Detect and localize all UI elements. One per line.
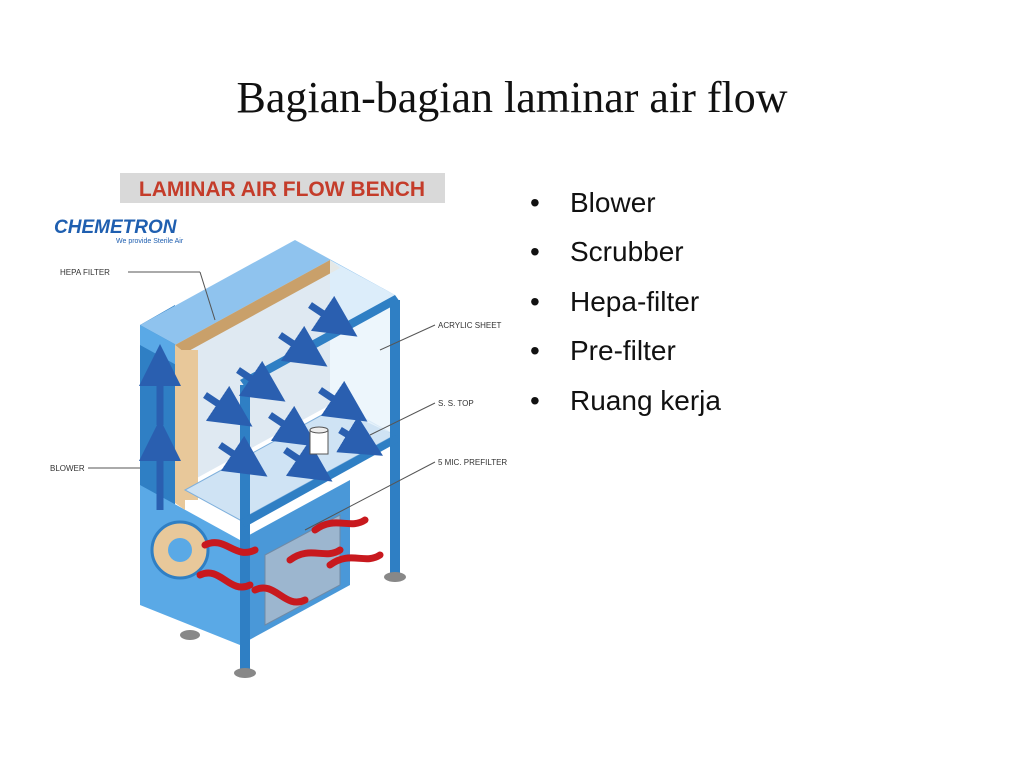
cabinet-body (140, 240, 406, 678)
chemetron-logo: CHEMETRON We provide Sterile Air (54, 217, 184, 245)
bullet-text: Hepa-filter (570, 285, 700, 317)
bullet-dot-icon: • (530, 186, 540, 218)
callout-ss-top: S. S. TOP (438, 399, 474, 408)
bullet-text: Blower (570, 186, 656, 218)
callout-acrylic-sheet: ACRYLIC SHEET (438, 321, 502, 330)
diagram-svg: LAMINAR AIR FLOW BENCH CHEMETRON We prov… (50, 173, 507, 678)
callout-hepa-filter: HEPA FILTER (60, 268, 110, 277)
bullet-item: • Hepa-filter (530, 277, 721, 327)
bullet-list: • Blower • Scrubber • Hepa-filter • Pre-… (530, 178, 721, 426)
callout-blower: BLOWER (50, 464, 85, 473)
bullet-text: Scrubber (570, 236, 684, 268)
logo-tagline: We provide Sterile Air (116, 238, 184, 245)
laminar-air-flow-diagram: LAMINAR AIR FLOW BENCH CHEMETRON We prov… (40, 165, 510, 705)
callout-prefilter: 5 MIC. PREFILTER (438, 458, 507, 467)
bullet-item: • Ruang kerja (530, 376, 721, 426)
banner-background (120, 173, 445, 203)
bullet-item: • Pre-filter (530, 327, 721, 377)
bullet-item: • Scrubber (530, 228, 721, 278)
bullet-dot-icon: • (530, 236, 540, 268)
bullet-item: • Blower (530, 178, 721, 228)
blower-fan (150, 520, 210, 580)
callout-lines (88, 271, 436, 531)
beaker (309, 426, 329, 455)
logo-name: CHEMETRON (54, 217, 178, 238)
intake-air-arrows (196, 516, 384, 606)
banner-title: LAMINAR AIR FLOW BENCH (139, 178, 425, 201)
bullet-dot-icon: • (530, 285, 540, 317)
bullet-dot-icon: • (530, 335, 540, 367)
bullet-text: Ruang kerja (570, 384, 721, 416)
bullet-dot-icon: • (530, 384, 540, 416)
slide-title: Bagian-bagian laminar air flow (236, 73, 788, 122)
laminar-flow-arrows (203, 295, 384, 482)
bullet-text: Pre-filter (570, 335, 676, 367)
